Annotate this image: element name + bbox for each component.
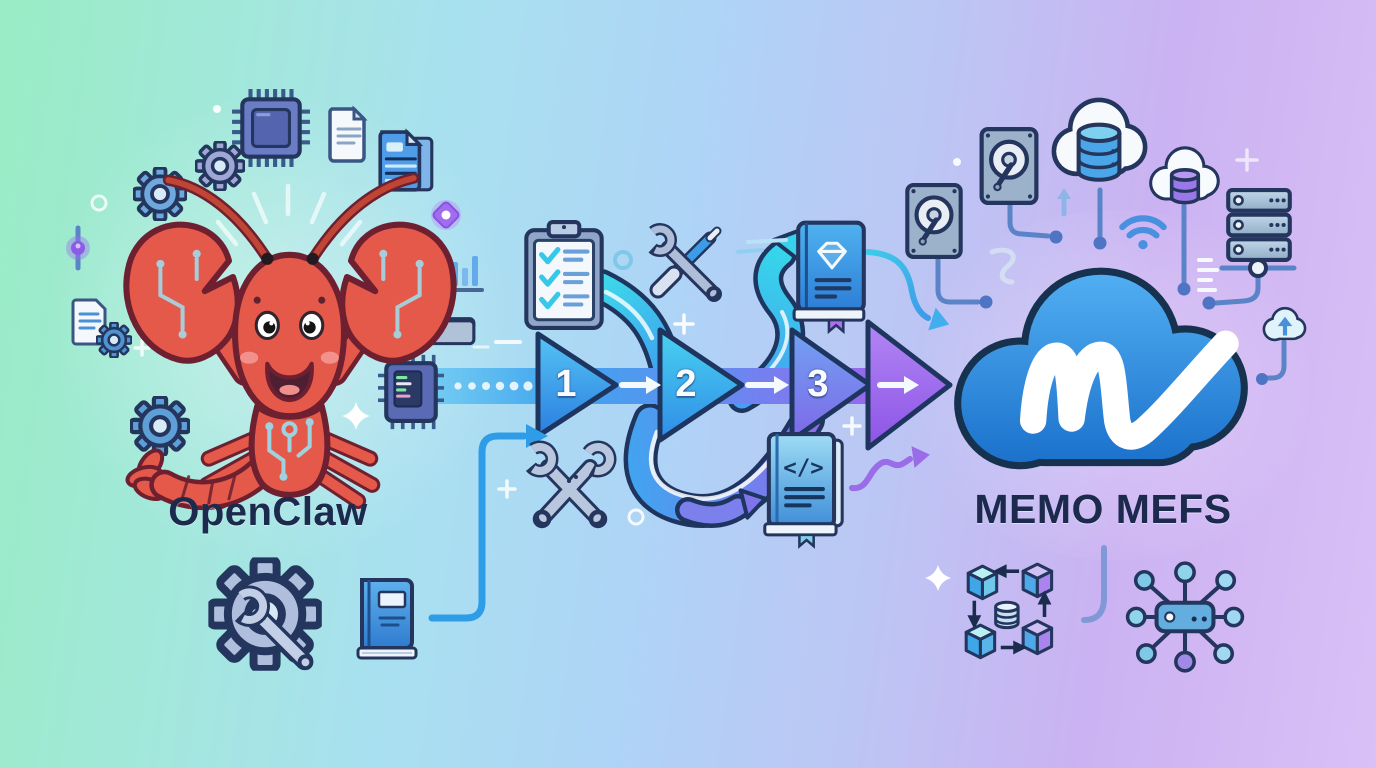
- step-arrow-3: [789, 327, 873, 443]
- code-book-icon: </>: [760, 430, 848, 549]
- white-dashes: [1197, 258, 1219, 292]
- memo-cloud-logo: [944, 246, 1258, 500]
- chip-code-icon: [378, 354, 444, 430]
- upload-mini-arrow: [1057, 188, 1071, 217]
- connector-dots: [979, 230, 1268, 385]
- wifi-icon: [1112, 198, 1174, 252]
- cloud-database-purple-icon: [1144, 142, 1228, 210]
- clipboard-checklist-icon: [522, 220, 606, 332]
- step-arrow-1: [535, 331, 619, 439]
- gem-book-icon: [790, 218, 872, 335]
- hard-drive-icon: [978, 126, 1040, 206]
- white-flow-arrows: [619, 376, 919, 394]
- sparkle-diamond-icon: [431, 200, 461, 230]
- cubes-workflow-icon: [956, 558, 1074, 678]
- openclaw-title: OpenClaw: [168, 490, 368, 534]
- cloud-down-connector: [1081, 545, 1107, 623]
- network-hub-icon: [1122, 560, 1248, 674]
- crossed-wrenches-icon: [521, 436, 617, 536]
- gear-icon: [170, 116, 220, 166]
- code-book-connector: [849, 446, 930, 492]
- memo-title: MEMO MEFS: [974, 486, 1232, 532]
- hard-drive-icon: [904, 182, 964, 260]
- dash-accents: [472, 238, 788, 349]
- document-gear-icon: [70, 296, 136, 360]
- cpu-chip-icon: [230, 86, 312, 170]
- cloud-upload-icon: [1260, 302, 1310, 344]
- cloud-database-icon: [1046, 88, 1150, 194]
- lobster-mascot: [116, 166, 464, 511]
- step-number-3: 3: [807, 363, 829, 405]
- storage-connectors: [935, 187, 1297, 381]
- step-number-2: 2: [675, 363, 697, 405]
- gem-book-connector: [865, 249, 950, 331]
- sparkles: [133, 148, 1259, 499]
- svg-text:</>: </>: [783, 455, 823, 481]
- book-connector: [428, 424, 548, 622]
- document-icon: [326, 104, 370, 163]
- manual-book-icon: [352, 576, 422, 664]
- server-stack-icon: [1224, 186, 1294, 264]
- step-number-1: 1: [555, 363, 577, 405]
- star-sparkles: [342, 402, 951, 591]
- logo-letter-m: [1019, 330, 1239, 450]
- ghost-doodle: [989, 247, 1016, 285]
- flow-start-dots: [454, 381, 533, 391]
- wrench-screwdriver-icon: [640, 222, 732, 314]
- gear-wrench-icon: [206, 552, 334, 682]
- slider-icon: [66, 225, 90, 271]
- lobster-rays: [215, 183, 363, 247]
